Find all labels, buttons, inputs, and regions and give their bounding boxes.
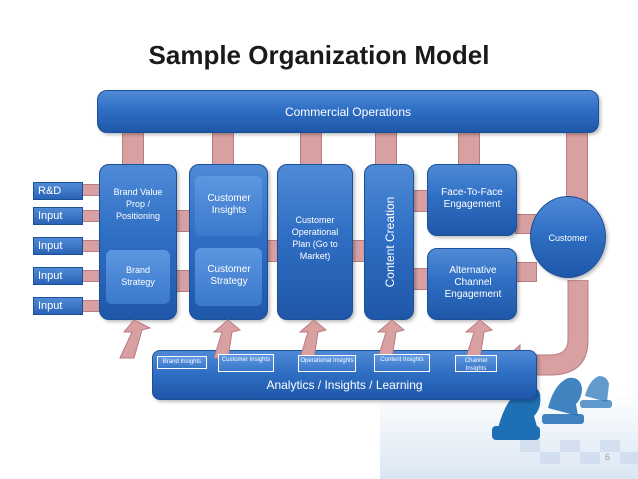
content-insights-tag: Content Insights (374, 354, 430, 372)
customer-strategy-label: Customer Strategy (207, 264, 251, 287)
connector (82, 300, 100, 312)
tag-label: Customer Insights (221, 357, 271, 363)
customer-insights-label: Customer Insights (207, 193, 251, 216)
connector (300, 132, 322, 166)
connector (82, 210, 100, 222)
customer-node: Customer (530, 196, 606, 278)
input-1: Input (33, 207, 83, 225)
input-label: Input (38, 210, 63, 222)
brand-insights-tag: Brand Insights (157, 356, 207, 369)
face-to-face-box (427, 164, 517, 236)
input-rd: R&D (33, 182, 83, 200)
input-3: Input (33, 267, 83, 285)
content-creation-column (364, 164, 414, 320)
connector (458, 132, 480, 166)
connector (212, 132, 234, 166)
feedback-arrows (119, 319, 494, 359)
connector (82, 240, 100, 252)
connector (82, 270, 100, 282)
alternative-channel-label: Alternative Channel Engagement (444, 265, 502, 300)
alternative-channel-box (427, 248, 517, 320)
input-2: Input (33, 237, 83, 255)
page-title: Sample Organization Model (148, 40, 490, 70)
tag-label: Operational Insights (300, 358, 354, 364)
customer-insights-box (195, 176, 262, 236)
input-label: Input (38, 240, 63, 252)
brand-strategy-box (106, 250, 170, 304)
commercial-operations-bar: Commercial Operations (97, 90, 599, 133)
operational-plan-column (277, 164, 353, 320)
commercial-operations-label: Commercial Operations (284, 105, 412, 119)
connector (515, 262, 537, 282)
connector (122, 132, 144, 166)
customer-strategy-box (195, 248, 262, 306)
tag-label: Brand Insights (162, 359, 202, 365)
page-number: 6 (604, 452, 610, 462)
input-4: Input (33, 297, 83, 315)
brand-value-prop-label: Brand Value Prop / Positioning (113, 187, 163, 221)
connector (375, 132, 397, 166)
customer-insights-tag: Customer Insights (218, 354, 274, 372)
customer-label: Customer (548, 233, 588, 243)
tag-label: Channel Insights (464, 358, 488, 372)
tag-label: Content Insights (380, 357, 424, 363)
brand-strategy-label: Brand Strategy (121, 265, 155, 287)
analytics-label: Analytics / Insights / Learning (266, 378, 423, 392)
input-label: Input (38, 300, 63, 312)
channel-insights-tag: Channel Insights (455, 355, 497, 372)
input-label: Input (38, 270, 63, 282)
input-label: R&D (38, 185, 62, 197)
connector (82, 184, 100, 196)
customer-operational-plan-label: Customer Operational Plan (Go to Market) (291, 215, 339, 261)
face-to-face-label: Face-To-Face Engagement (441, 187, 503, 210)
content-creation-label: Content Creation (383, 196, 397, 288)
operational-insights-tag: Operational Insights (298, 355, 356, 372)
